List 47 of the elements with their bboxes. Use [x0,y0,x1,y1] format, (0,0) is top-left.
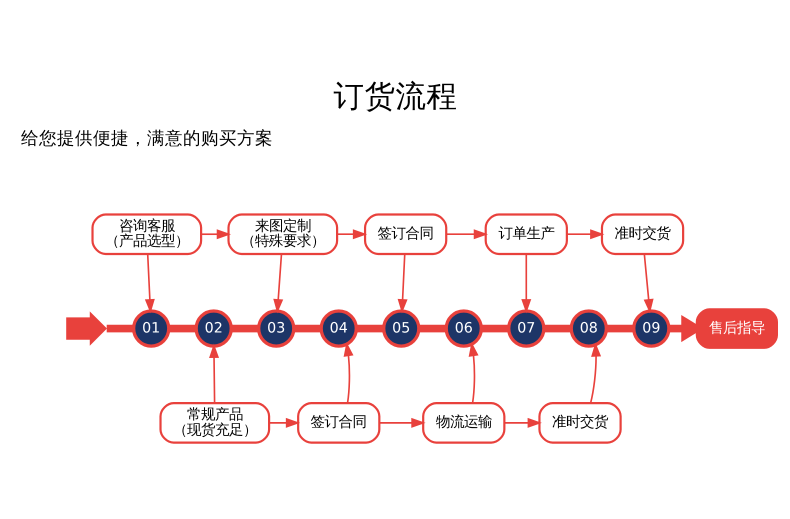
arrow [208,343,219,402]
connector [168,324,196,332]
arrow [520,254,531,313]
connector [606,324,634,332]
connector [230,324,258,332]
node-circle: 07 [506,308,545,348]
node-chevron [66,310,106,346]
arrow [446,228,488,239]
arrow [144,254,154,313]
node-circle: 09 [632,308,670,348]
node-circle: 02 [194,308,232,348]
connector [106,324,133,332]
node-box: 常规产品 （现货充足） [158,402,270,444]
arrow [343,341,353,402]
node-box: 售后指导 [695,308,778,348]
connector [418,324,446,332]
node-box: 咨询客服 （产品选型） [90,212,202,255]
node-box: 准时交货 [600,212,684,255]
connector [543,324,571,332]
node-circle: 04 [319,308,358,348]
connector [356,324,384,332]
node-circle: 05 [382,308,420,348]
arrow [504,417,542,428]
node-box: 签订合同 [296,402,380,444]
node-box: 订单生产 [484,212,568,255]
node-box: 准时交货 [538,402,622,444]
arrow [337,228,367,239]
arrow [201,228,230,239]
arrow [589,342,601,403]
node-box: 来图定制 （特殊要求） [226,212,338,255]
node-circle: 06 [444,308,482,348]
arrow [269,417,300,428]
arrow [272,254,283,313]
node-box: 物流运输 [422,402,505,444]
node-circle: 08 [569,308,608,348]
node-circle: 03 [256,308,295,348]
arrow [643,254,654,313]
connector [480,324,508,332]
node-circle: 01 [132,308,170,348]
label: 给您提供便捷，满意的购买方案 [20,128,272,149]
diagram-title: 订货流程 [333,78,457,114]
arrow [397,254,408,313]
arrow [566,228,604,239]
connector [293,324,321,332]
arrow [379,417,426,428]
arrow [468,341,478,402]
node-box: 签订合同 [363,212,447,255]
